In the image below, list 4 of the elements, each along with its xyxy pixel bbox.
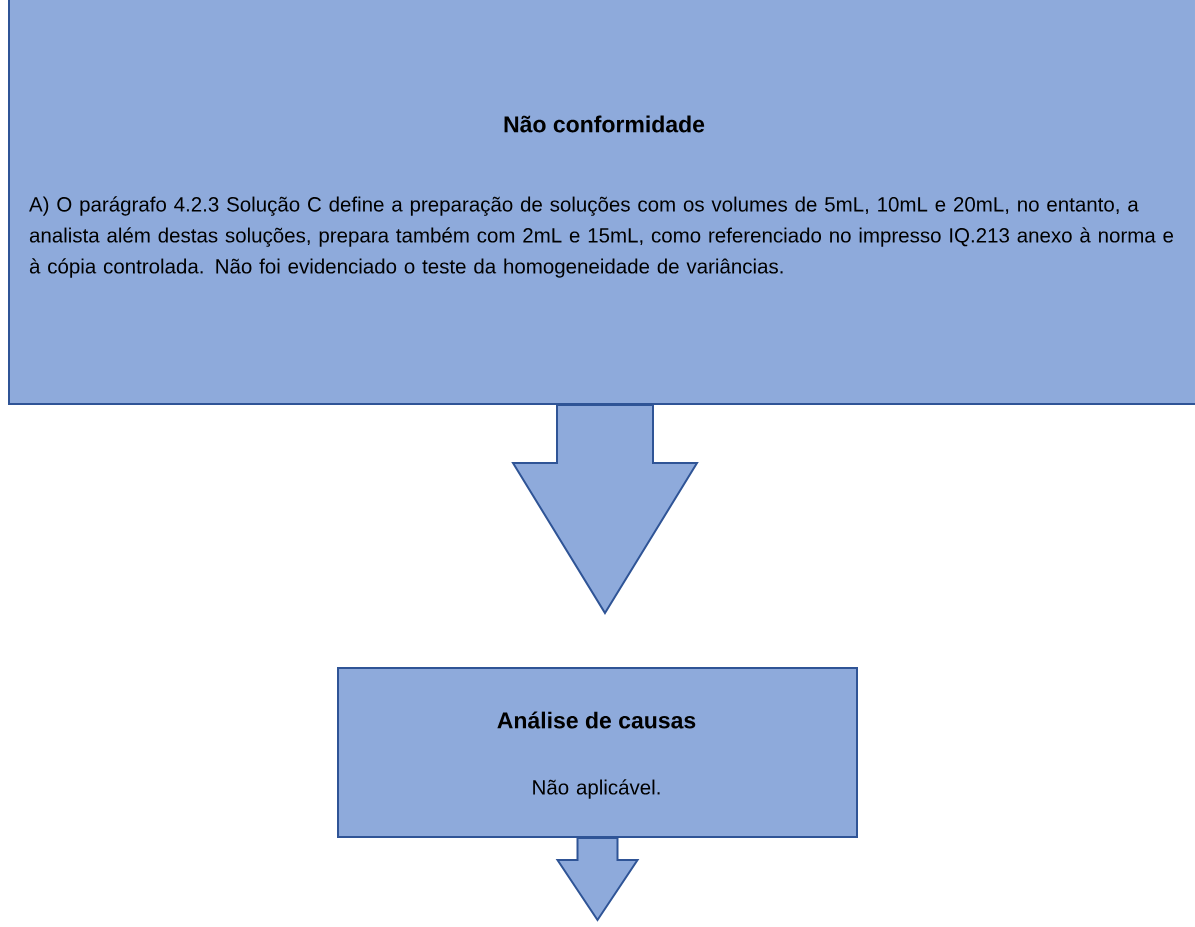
box-text: Não aplicável. (533, 779, 660, 799)
box-text: A) O parágrafo 4.2.3 Solução C define a preparação de soluções com os volumes de 5mL, 10mL e 20mL, no entanto, a analista além destas soluções, prepara também com 2mL e 15mL, como referenciado no impresso IQ.213 anexo à norma e à cópia controlada. Não foi evidenciado o teste da homogeneidade de variâncias. (29, 196, 1174, 278)
box-heading: Análise de causas (497, 711, 696, 729)
box-heading: Não conformidade (504, 115, 705, 133)
